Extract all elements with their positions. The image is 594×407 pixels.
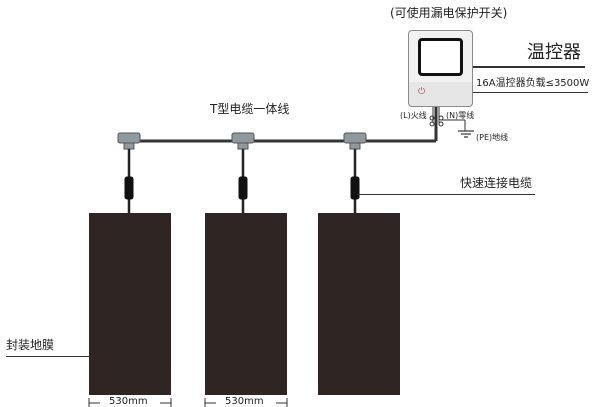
heating-film-3	[318, 213, 400, 395]
thermostat-load: 16A温控器负载≤3500W	[476, 78, 590, 89]
thermostat-load-rule	[473, 92, 588, 93]
quick-connect-rule	[357, 194, 535, 195]
film-width-2: 530mm	[225, 396, 264, 407]
heating-film-2	[205, 213, 287, 395]
rcd-note: (可使用漏电保护开关)	[390, 6, 508, 20]
thermostat-frame	[408, 30, 473, 84]
heating-film-1	[89, 213, 171, 395]
power-icon: ⏻	[417, 87, 426, 97]
main-cable	[118, 107, 440, 143]
film-label: 封装地膜	[6, 338, 55, 352]
thermostat: ⏻	[408, 30, 473, 107]
thermostat-screen	[418, 38, 463, 76]
film-label-rule	[6, 356, 90, 357]
film-dimension-line	[88, 398, 288, 407]
neutral-label: (N)零线	[446, 111, 475, 120]
cable-label: T型电缆一体线	[210, 102, 290, 116]
quick-connector	[124, 176, 360, 200]
t-connector	[117, 132, 367, 150]
ground-symbol-icon	[458, 130, 474, 138]
live-label: (L)火线	[400, 111, 427, 120]
ground-wire	[441, 119, 466, 131]
ground-label: (PE)地线	[476, 133, 509, 142]
film-width-1: 530mm	[109, 396, 148, 407]
quick-connect-label: 快速连接电缆	[460, 176, 533, 190]
thermostat-title-rule	[473, 66, 585, 68]
thermostat-title: 温控器	[527, 42, 581, 63]
thermostat-base: ⏻	[408, 82, 473, 107]
